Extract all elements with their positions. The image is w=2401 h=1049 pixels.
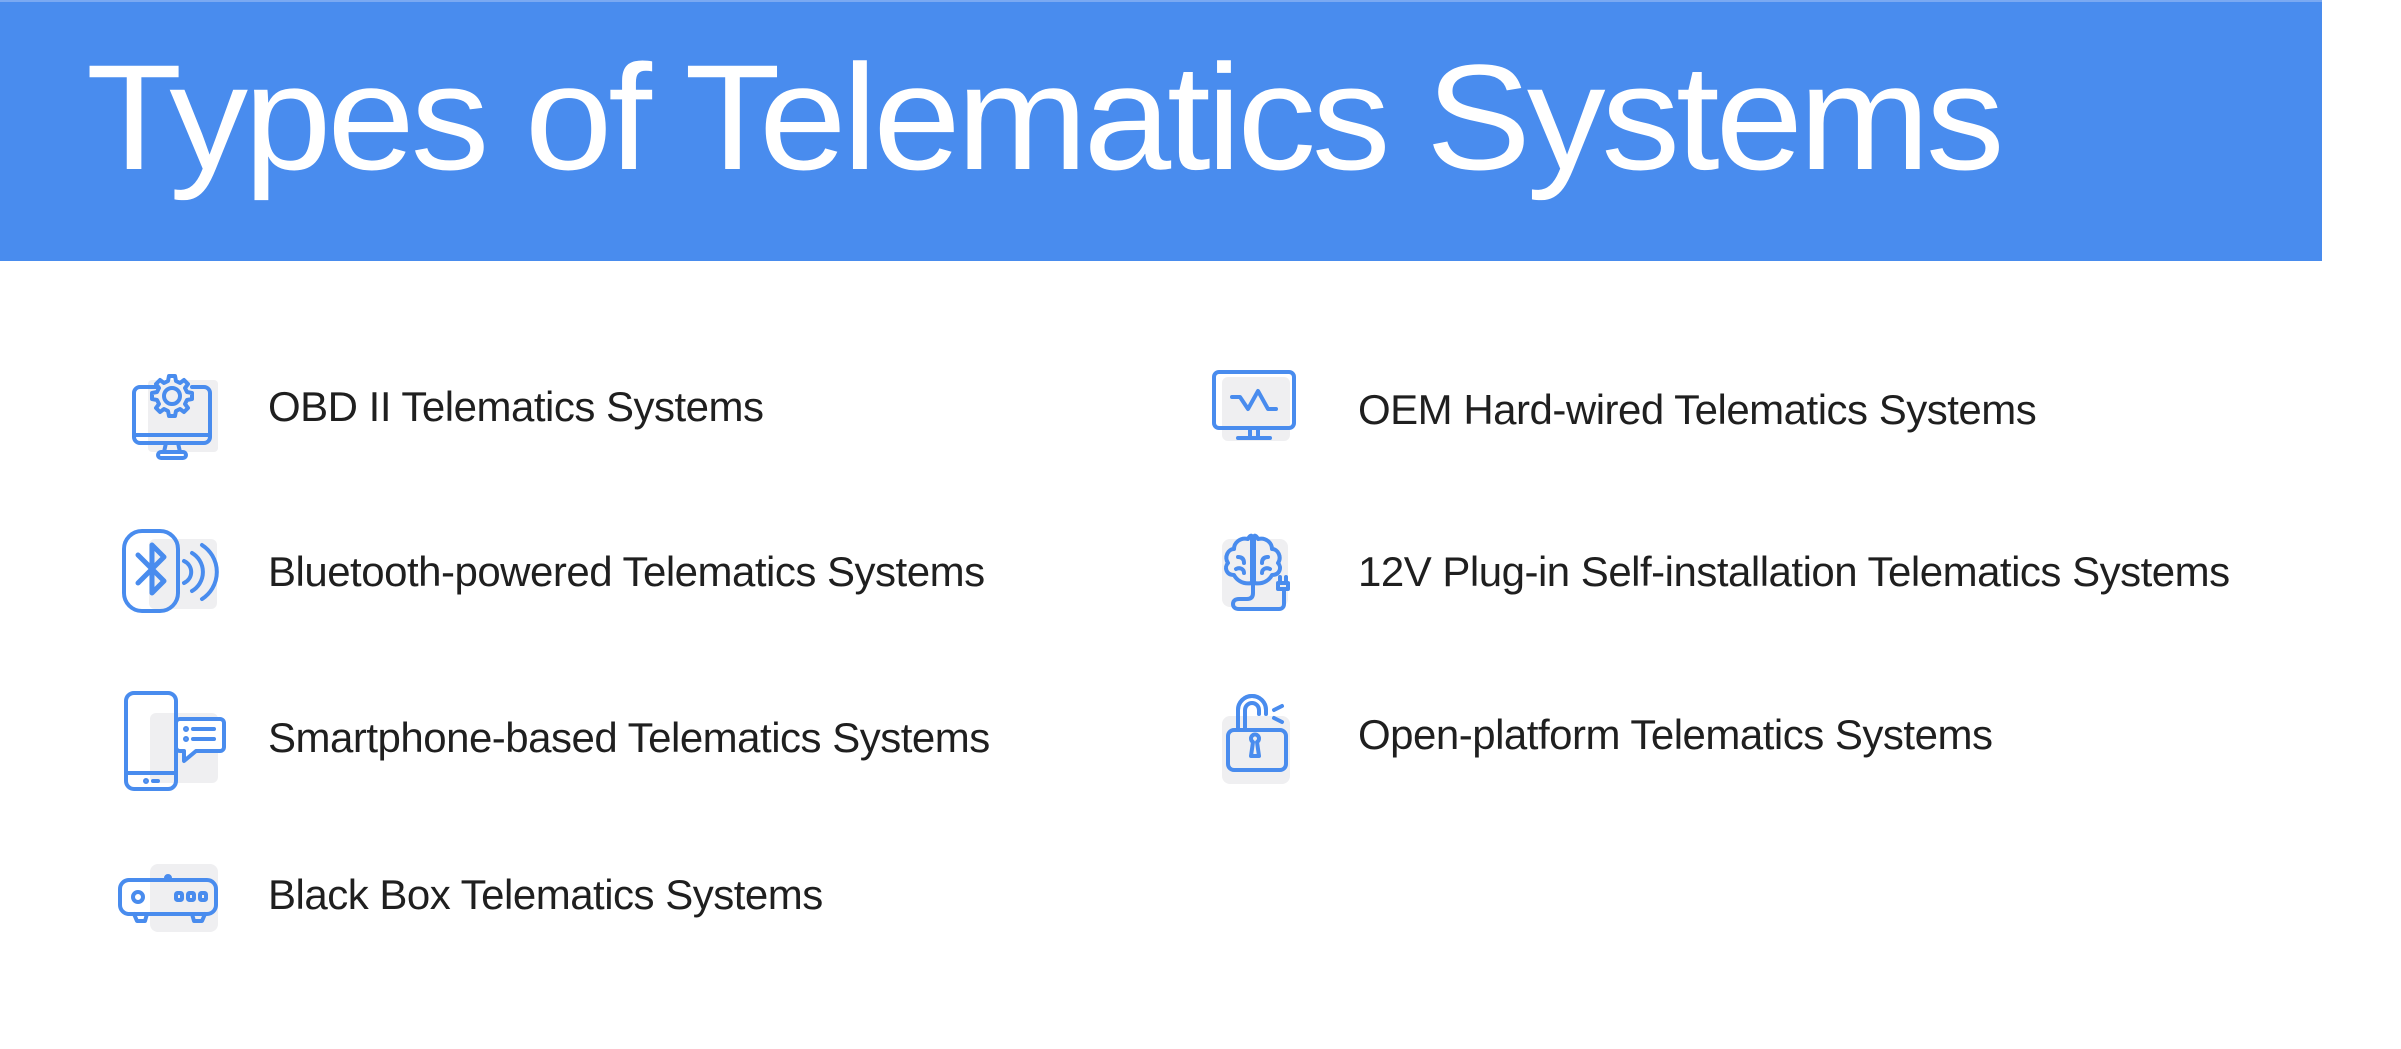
- list-item-label: Smartphone-based Telematics Systems: [268, 714, 990, 761]
- brain-plug-icon: [1198, 517, 1308, 627]
- page-title: Types of Telematics Systems: [86, 33, 2005, 201]
- smartphone-chat-icon: [116, 683, 226, 793]
- list-item-obd-ii: OBD II Telematics Systems: [116, 352, 916, 462]
- list-item-oem-hard-wired: OEM Hard-wired Telematics Systems: [1198, 355, 2298, 465]
- monitor-pulse-icon: [1198, 355, 1308, 465]
- header-banner: Types of Telematics Systems: [0, 0, 2322, 261]
- list-item-label: Black Box Telematics Systems: [268, 871, 823, 918]
- list-item-bluetooth: Bluetooth-powered Telematics Systems: [116, 517, 1116, 627]
- monitor-gear-icon: [116, 352, 226, 462]
- list-item-open-platform: Open-platform Telematics Systems: [1198, 680, 2298, 790]
- list-item-label: Open-platform Telematics Systems: [1358, 711, 1993, 758]
- list-item-label: Bluetooth-powered Telematics Systems: [268, 548, 985, 595]
- bluetooth-signal-icon: [116, 517, 226, 627]
- list-item-smartphone: Smartphone-based Telematics Systems: [116, 683, 1116, 793]
- list-item-12v-plug-in: 12V Plug-in Self-installation Telematics…: [1198, 517, 2348, 627]
- list-item-label: OEM Hard-wired Telematics Systems: [1358, 386, 2037, 433]
- list-item-label: OBD II Telematics Systems: [268, 383, 764, 430]
- black-box-device-icon: [116, 840, 226, 950]
- list-item-black-box: Black Box Telematics Systems: [116, 840, 1016, 950]
- unlocked-padlock-icon: [1198, 680, 1308, 790]
- list-item-label: 12V Plug-in Self-installation Telematics…: [1358, 548, 2230, 595]
